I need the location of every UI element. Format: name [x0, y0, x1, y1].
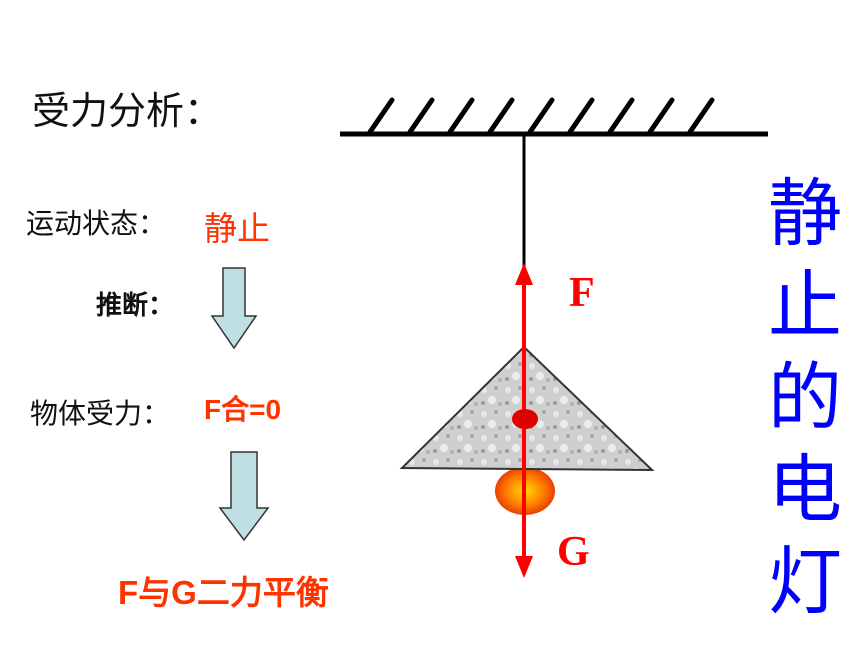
- page-heading: 受力分析：: [32, 89, 223, 133]
- down-arrow-2: [218, 451, 270, 542]
- conclusion-text: F与G二力平衡: [118, 574, 329, 611]
- force-f-label: F: [569, 270, 595, 316]
- net-force-value: F合=0: [204, 394, 282, 425]
- ceiling: [340, 97, 768, 137]
- motion-state-label: 运动状态：: [26, 207, 167, 240]
- lampshade: [399, 345, 655, 472]
- title-char: 静: [768, 171, 842, 257]
- force-arrow-f: [515, 263, 533, 420]
- title-char: 止: [768, 263, 842, 349]
- down-arrow-1: [210, 267, 258, 350]
- vertical-title: 静 止 的 电 灯: [760, 168, 850, 628]
- inference-label: 推断：: [96, 291, 175, 321]
- title-char: 的: [768, 355, 842, 441]
- center-of-mass-dot: [512, 409, 538, 429]
- title-char: 电: [768, 447, 842, 533]
- title-char: 灯: [768, 539, 842, 625]
- force-g-label: G: [557, 529, 590, 575]
- force-label: 物体受力：: [30, 397, 171, 430]
- force-arrow-g: [515, 420, 533, 578]
- motion-state-value: 静止: [204, 209, 270, 248]
